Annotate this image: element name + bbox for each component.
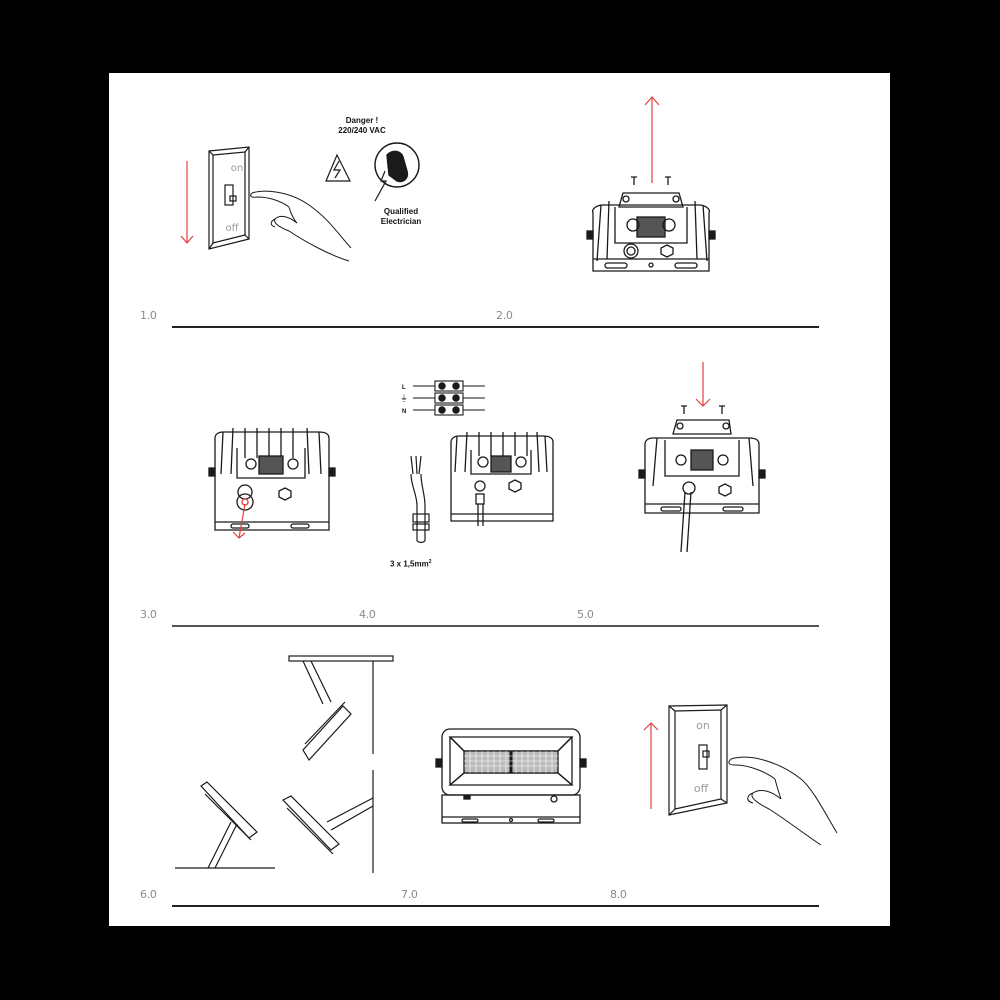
row-2-divider — [172, 625, 819, 627]
voltage-label: 220/240 VAC — [338, 126, 386, 135]
electrician-label: Electrician — [380, 217, 422, 226]
wall-switch-icon — [208, 146, 250, 250]
step-number-4: 4.0 — [359, 608, 376, 621]
floodlight-back-icon — [638, 405, 766, 553]
hand-icon — [250, 190, 352, 262]
floodlight-back-icon — [208, 427, 336, 531]
floodlight-back-icon — [586, 176, 716, 272]
cable-spec-exponent: 2 — [428, 559, 432, 565]
cable-spec: 3 x 1,5mm2 — [390, 559, 431, 569]
qualified-label: Qualified — [383, 207, 419, 216]
row-1-divider — [172, 326, 819, 328]
step-3-illustration — [207, 418, 337, 548]
arrow-up-icon — [643, 722, 659, 809]
danger-symbols — [323, 142, 433, 205]
terminal-label-live: L — [402, 385, 406, 391]
step-number-1: 1.0 — [140, 309, 157, 322]
hand-icon — [728, 756, 838, 846]
danger-title: Danger ! — [345, 116, 379, 125]
step-6-illustration — [165, 650, 405, 880]
arrow-down-icon — [695, 362, 711, 407]
step-number-6: 6.0 — [140, 888, 157, 901]
switch-on-label: on — [231, 163, 243, 174]
row-3-divider — [172, 905, 819, 907]
wall-mount-icon — [282, 770, 374, 873]
step-number-7: 7.0 — [401, 888, 418, 901]
switch-on-label: on — [696, 719, 710, 732]
step-5-illustration — [631, 358, 771, 558]
step-4-illustration: L ⏚ N — [389, 376, 554, 556]
floodlight-front-icon — [435, 728, 587, 824]
step-8-illustration: on off — [641, 693, 851, 863]
terminal-block-icon — [413, 380, 485, 416]
step-number-8: 8.0 — [610, 888, 627, 901]
electrician-icon — [374, 142, 420, 202]
step-number-3: 3.0 — [140, 608, 157, 621]
step-number-5: 5.0 — [577, 608, 594, 621]
terminal-label-earth: ⏚ — [400, 394, 408, 403]
step-7-illustration — [434, 723, 587, 833]
wall-switch-icon — [668, 704, 728, 816]
instruction-page: on off Danger ! 220/240 VAC Qualified El… — [109, 73, 890, 926]
ceiling-mount-icon — [288, 655, 394, 761]
arrow-down-icon — [180, 161, 194, 244]
arrow-down-left-icon — [232, 503, 246, 539]
cable-icon — [410, 455, 430, 544]
switch-off-label: off — [225, 223, 239, 234]
switch-off-label: off — [694, 782, 709, 795]
step-1-illustration: on off — [179, 143, 379, 293]
floodlight-back-icon — [450, 431, 554, 526]
terminal-label-neutral: N — [402, 409, 406, 415]
arrow-up-icon — [644, 96, 660, 183]
floor-mount-icon — [175, 781, 275, 869]
step-2-illustration — [579, 93, 719, 293]
cable-spec-text: 3 x 1,5mm — [390, 559, 429, 569]
high-voltage-warning-icon — [325, 153, 351, 182]
step-number-2: 2.0 — [496, 309, 513, 322]
